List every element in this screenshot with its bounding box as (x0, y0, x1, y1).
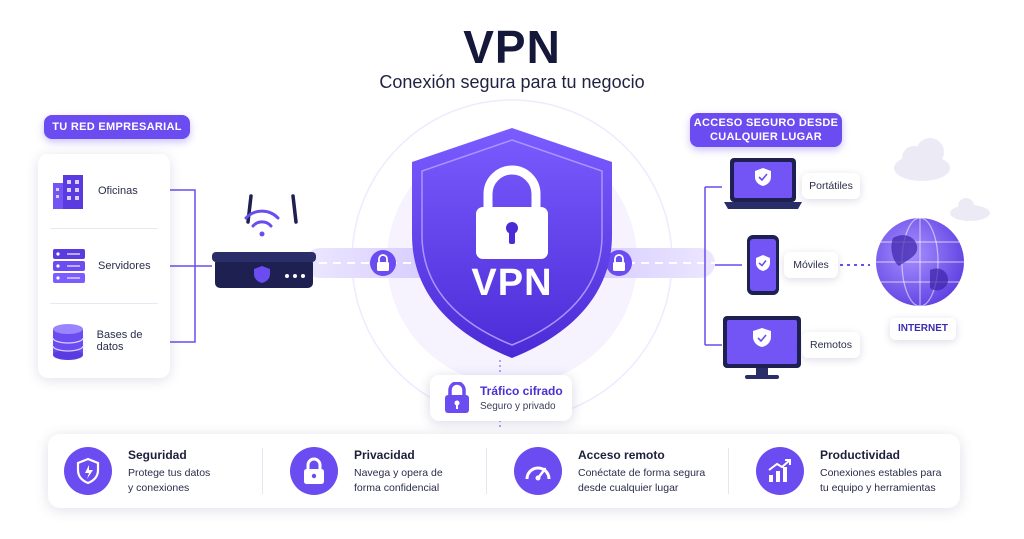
growth-chart-icon (756, 447, 804, 495)
feature-title: Acceso remoto (578, 448, 665, 462)
list-item-offices: Oficinas (38, 154, 170, 228)
feature-security: Seguridad Protege tus datos y conexiones (48, 434, 276, 508)
feature-description-line: y conexiones (128, 482, 190, 494)
feature-title: Privacidad (354, 448, 415, 462)
page-subtitle: Conexión segura para tu negocio (379, 72, 645, 92)
feature-title: Productividad (820, 448, 901, 462)
feature-divider (262, 448, 263, 494)
feature-privacy: Privacidad Navega y opera de forma confi… (274, 434, 502, 508)
router-icon (212, 194, 316, 288)
feature-description: Navega y opera de forma confidencial (354, 466, 494, 496)
page-title: VPN (463, 21, 561, 73)
databases-label: Bases de datos (96, 329, 143, 353)
vpn-shield-icon (412, 128, 612, 358)
list-item-servers: Servidores (38, 229, 170, 303)
speedometer-icon (514, 447, 562, 495)
list-item-databases: Bases de datos (38, 304, 170, 378)
feature-productivity: Productividad Conexiones estables para t… (740, 434, 968, 508)
secure-access-label-line2: CUALQUIER LUGAR (709, 131, 823, 143)
laptops-label: Portátiles (802, 173, 860, 199)
feature-divider (728, 448, 729, 494)
feature-description: Conéctate de forma segura desde cualquie… (578, 466, 728, 496)
feature-description: Conexiones estables para tu equipo y her… (820, 466, 960, 496)
cloud-icon (894, 138, 950, 181)
monitor-icon (723, 316, 801, 379)
server-icon (48, 245, 90, 287)
feature-description-line: Protege tus datos (128, 467, 211, 479)
divider (50, 228, 158, 229)
feature-description-line: Navega y opera de (354, 467, 443, 479)
features-panel: Seguridad Protege tus datos y conexiones… (48, 434, 960, 508)
encrypted-traffic-card: Tráfico cifrado Seguro y privado (430, 375, 572, 421)
database-icon (48, 320, 89, 362)
servers-label: Servidores (98, 260, 151, 272)
business-network-label: TU RED EMPRESARIAL (44, 115, 190, 139)
business-network-panel: Oficinas Servidores Bases de datos (38, 154, 170, 378)
divider (50, 303, 158, 304)
phone-icon (747, 235, 779, 295)
building-icon (48, 170, 90, 212)
feature-description: Protege tus datos y conexiones (128, 466, 268, 496)
internet-label: INTERNET (890, 318, 956, 340)
globe-icon (876, 217, 964, 307)
tunnel-lock-left-icon (370, 250, 396, 276)
feature-description-line: desde cualquier lugar (578, 482, 679, 494)
secure-access-label: ACCESO SEGURO DESDE CUALQUIER LUGAR (690, 113, 842, 147)
cloud-small-icon (950, 198, 990, 221)
lock-icon (290, 447, 338, 495)
laptop-icon (724, 158, 802, 209)
right-connector (704, 186, 742, 346)
tunnel-lock-right-icon (606, 250, 632, 276)
lock-icon (445, 382, 469, 413)
left-connector (170, 189, 212, 343)
feature-title: Seguridad (128, 448, 187, 462)
shield-icon (64, 447, 112, 495)
wifi-icon (244, 209, 280, 237)
secure-access-label-line1: ACCESO SEGURO DESDE (693, 117, 839, 129)
feature-description-line: Conéctate de forma segura (578, 467, 706, 479)
traffic-title: Tráfico cifrado (480, 384, 563, 398)
feature-description-line: forma confidencial (354, 482, 440, 494)
traffic-subtitle: Seguro y privado (480, 401, 556, 412)
offices-label: Oficinas (98, 185, 138, 197)
feature-description-line: Conexiones estables para (820, 467, 942, 479)
feature-description-line: tu equipo y herramientas (820, 482, 936, 494)
mobiles-label: Móviles (784, 252, 838, 278)
shield-vpn-text: VPN (471, 262, 553, 304)
feature-divider (486, 448, 487, 494)
feature-remote-access: Acceso remoto Conéctate de forma segura … (498, 434, 726, 508)
remote-label: Remotos (802, 332, 860, 358)
